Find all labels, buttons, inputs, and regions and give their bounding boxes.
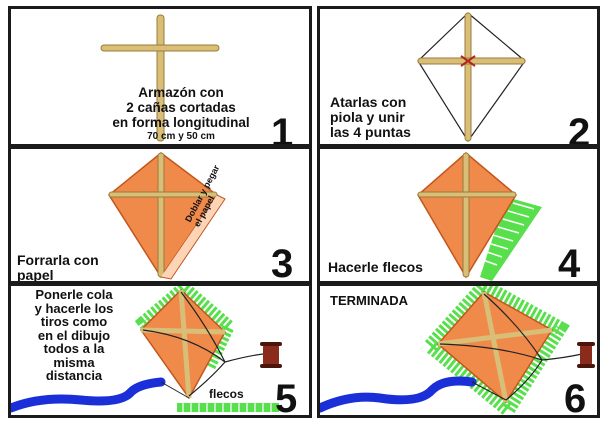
- step-2-number: 2: [568, 111, 591, 147]
- step-1-number: 1: [271, 111, 294, 147]
- finished-kite-drawing: [320, 286, 595, 415]
- step-6-panel: TERMINADA 6: [317, 283, 600, 418]
- step-1-caption: Armazón con 2 cañas cortadas en forma lo…: [112, 85, 250, 130]
- tail-string: [160, 381, 190, 399]
- spool: [577, 342, 595, 368]
- covered-kite-drawing: [108, 152, 226, 280]
- fringe-sample-cuts: [182, 403, 272, 412]
- tied-frame-drawing: [417, 12, 526, 143]
- step-4-caption: Hacerle flecos: [328, 259, 423, 275]
- tailed-kite-drawing: [11, 286, 282, 413]
- horizontal-cane: [417, 191, 517, 198]
- fringe-cuts: [479, 202, 535, 266]
- step-2-panel: Atarlas con piola y unir las 4 puntas 2: [317, 6, 600, 147]
- fringed-kite-drawing: [417, 152, 542, 281]
- horizontal-cane: [108, 191, 218, 198]
- step-4-panel: Hacerle flecos 4: [317, 146, 600, 284]
- fringe-strip: [480, 197, 542, 281]
- horizontal-cane: [140, 327, 226, 335]
- step-2-caption: Atarlas con piola y unir las 4 puntas: [330, 94, 411, 140]
- step-5-caption: Ponerle cola y hacerle los tiros como en…: [34, 287, 114, 383]
- vertical-cane: [462, 152, 470, 278]
- step-5-panel: Ponerle cola y hacerle los tiros como en…: [8, 283, 312, 418]
- step-6-number: 6: [564, 377, 587, 418]
- vertical-cane: [481, 291, 509, 403]
- spool: [260, 342, 282, 368]
- vertical-cane: [178, 289, 192, 399]
- kite-tail: [11, 377, 166, 413]
- horizontal-cane: [100, 44, 220, 52]
- tail-string: [471, 381, 507, 401]
- fringe-border: [419, 286, 570, 415]
- step-1-measure: 70 cm y 50 cm: [147, 131, 215, 142]
- step-3-caption: Forrarla con papel: [17, 252, 99, 283]
- bridle-lines: [439, 293, 583, 401]
- step-5-number: 5: [275, 377, 298, 418]
- step-5-fringe-label: flecos: [209, 387, 244, 401]
- step-1-panel: Armazón con 2 cañas cortadas en forma lo…: [8, 6, 312, 147]
- kite-tail: [320, 376, 477, 413]
- horizontal-cane: [437, 327, 553, 347]
- step-3-panel: Doblar y pegar el papel Forrarla con pap…: [8, 146, 312, 284]
- fold-margin: [160, 194, 226, 280]
- cross-frame-drawing: [100, 14, 220, 142]
- vertical-cane: [157, 152, 165, 278]
- step-3-number: 3: [271, 242, 294, 284]
- bridle-lines: [142, 291, 264, 397]
- step-4-number: 4: [558, 242, 581, 284]
- step-6-caption: TERMINADA: [330, 293, 408, 308]
- knot: [460, 55, 476, 67]
- vertical-cane: [464, 12, 472, 142]
- fringe-sample: [177, 403, 279, 412]
